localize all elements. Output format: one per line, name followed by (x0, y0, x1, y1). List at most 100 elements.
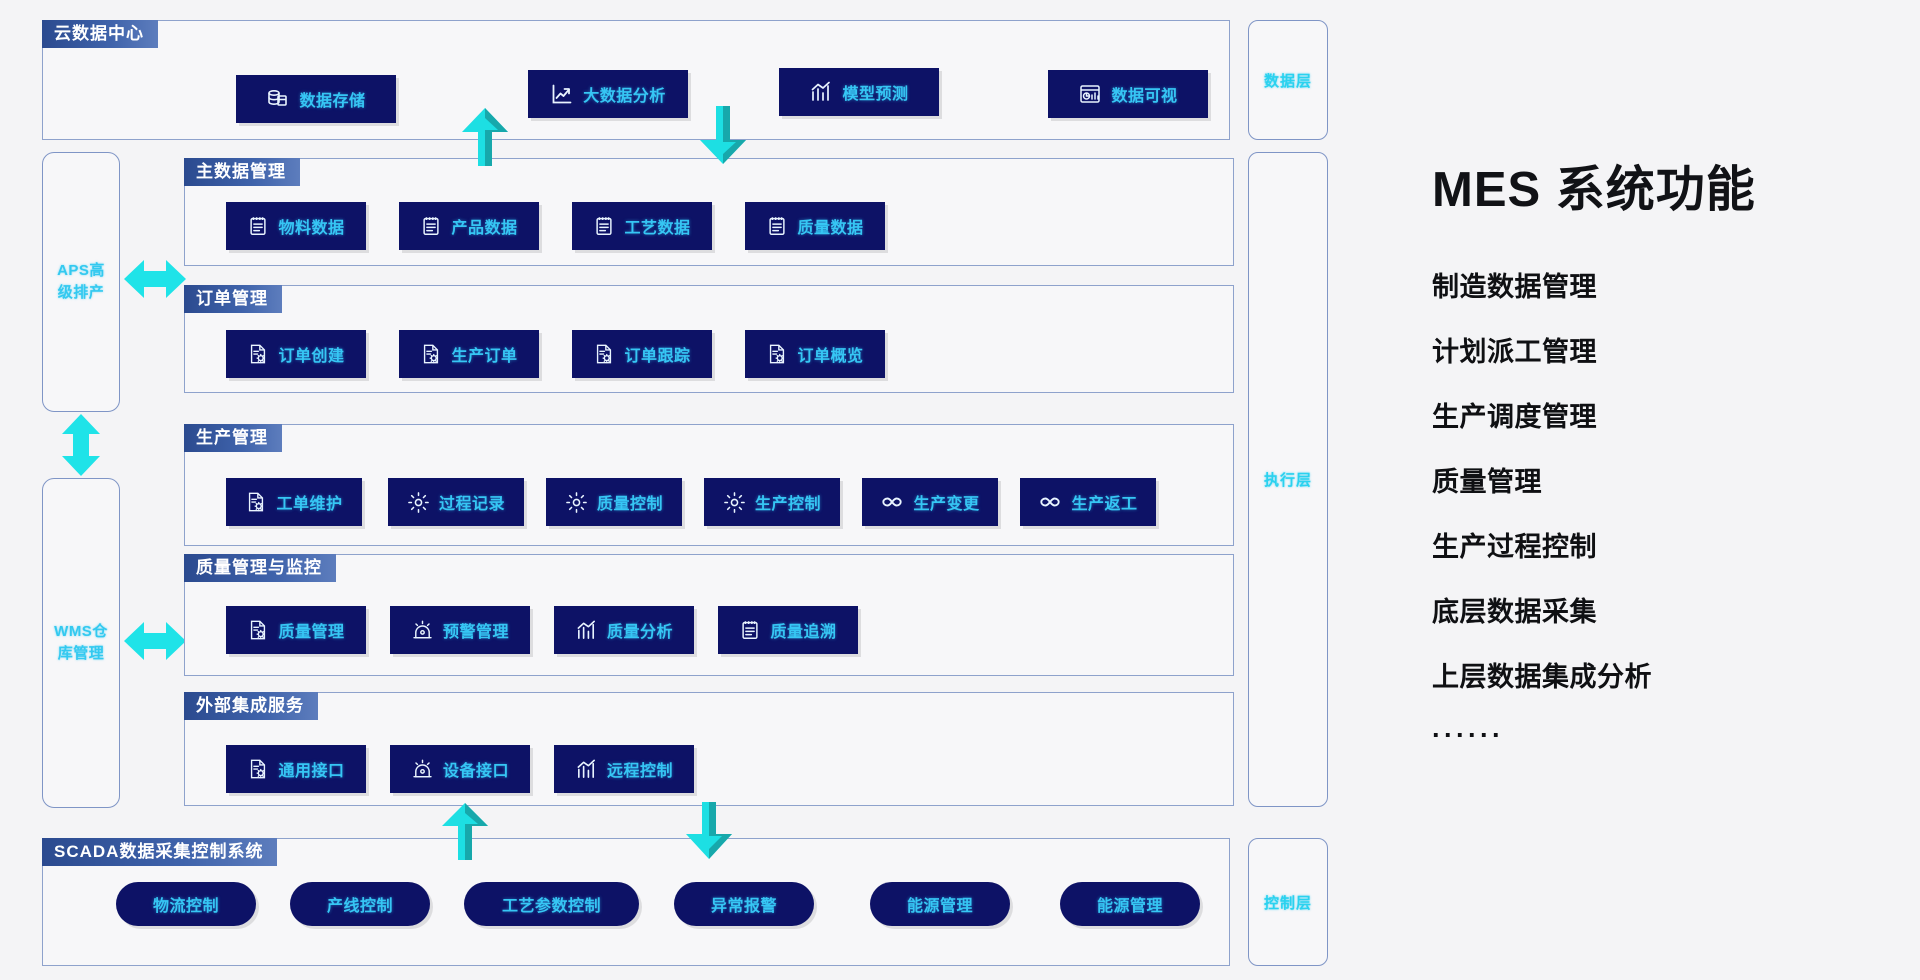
arrow-up-scada-to-exec (442, 803, 488, 860)
button-label: 数据可视 (1111, 88, 1178, 105)
button-order-create[interactable]: 订单创建 (226, 330, 366, 378)
layer-box-execution: 执行层 (1248, 152, 1328, 807)
button-logistics-control[interactable]: 物流控制 (116, 882, 256, 926)
page-title: MES 系统功能 (1432, 163, 1756, 217)
button-general-interface[interactable]: 通用接口 (226, 745, 366, 793)
button-label: 质量追溯 (770, 624, 837, 641)
feature-ellipsis: ······ (1432, 720, 1504, 750)
button-label: 模型预测 (842, 86, 909, 103)
button-label: 产线控制 (326, 898, 393, 915)
button-production-change[interactable]: 生产变更 (862, 478, 998, 526)
doc-gear-icon (249, 492, 264, 512)
button-quality-data[interactable]: 质量数据 (745, 202, 885, 250)
button-production-order[interactable]: 生产订单 (399, 330, 539, 378)
mes-feature-panel: MES 系统功能 制造数据管理 计划派工管理 生产调度管理 质量管理 生产过程控… (1432, 150, 1882, 751)
feature-item-4: 生产过程控制 (1432, 532, 1597, 562)
feature-item-0: 制造数据管理 (1432, 272, 1597, 302)
button-product-data[interactable]: 产品数据 (399, 202, 539, 250)
button-label: 质量控制 (596, 496, 663, 513)
button-label: 生产返工 (1071, 496, 1138, 513)
button-model-prediction[interactable]: 模型预测 (779, 68, 939, 116)
button-line-control[interactable]: 产线控制 (290, 882, 430, 926)
bar-trend-icon (812, 81, 831, 101)
button-production-control[interactable]: 生产控制 (704, 478, 840, 526)
button-abnormal-alarm[interactable]: 异常报警 (674, 882, 814, 926)
button-quality-traceability[interactable]: 质量追溯 (718, 606, 858, 654)
group-header-order-mgmt: 订单管理 (184, 285, 282, 313)
button-process-parameter-control[interactable]: 工艺参数控制 (464, 882, 639, 926)
dashboard-icon (1080, 85, 1101, 103)
button-energy-management-2[interactable]: 能源管理 (1060, 882, 1200, 926)
button-energy-management-1[interactable]: 能源管理 (870, 882, 1010, 926)
button-process-record[interactable]: 过程记录 (388, 478, 524, 526)
loop-icon (882, 497, 903, 507)
arrow-down-exec-to-scada (686, 802, 732, 859)
gear-icon (724, 491, 745, 513)
clipboard-icon (423, 217, 440, 235)
scada-header: SCADA数据采集控制系统 (42, 838, 278, 866)
group-header-external-integration: 外部集成服务 (184, 692, 318, 720)
feature-item-1: 计划派工管理 (1432, 337, 1597, 367)
button-label: 异常报警 (710, 898, 777, 915)
button-label: 通用接口 (278, 763, 345, 780)
database-icon (268, 89, 288, 106)
arrow-wms-horizontal (124, 622, 186, 660)
button-alarm-management[interactable]: 预警管理 (390, 606, 530, 654)
button-label: 生产控制 (754, 496, 821, 513)
button-label: 生产订单 (451, 348, 518, 365)
button-label: 质量管理 (278, 624, 345, 641)
button-quality-management[interactable]: 质量管理 (226, 606, 366, 654)
arrow-aps-horizontal (124, 260, 186, 298)
button-label: 物料数据 (278, 220, 345, 237)
alarm-icon (413, 620, 432, 638)
gear-icon (408, 491, 429, 513)
button-label: 工艺数据 (624, 220, 691, 237)
button-process-data[interactable]: 工艺数据 (572, 202, 712, 250)
loop-icon (1040, 497, 1061, 507)
arrow-down-cloud-to-exec (700, 106, 746, 164)
feature-item-3: 质量管理 (1432, 467, 1542, 497)
feature-item-5: 底层数据采集 (1432, 597, 1597, 627)
doc-gear-icon (251, 344, 266, 364)
button-label: 质量分析 (606, 624, 673, 641)
doc-gear-icon (770, 344, 785, 364)
button-label: 能源管理 (906, 898, 973, 915)
button-label: 设备接口 (442, 763, 509, 780)
button-big-data-analysis[interactable]: 大数据分析 (528, 70, 688, 118)
button-label: 工艺参数控制 (501, 898, 601, 915)
arrow-up-exec-to-cloud (462, 108, 508, 166)
button-label: 大数据分析 (583, 88, 666, 105)
button-label: 质量数据 (797, 220, 864, 237)
button-device-interface[interactable]: 设备接口 (390, 745, 530, 793)
trend-chart-icon (552, 84, 572, 104)
button-production-rework[interactable]: 生产返工 (1020, 478, 1156, 526)
gear-icon (566, 491, 587, 513)
bar-trend-icon (577, 620, 595, 639)
button-label: 生产变更 (913, 496, 980, 513)
button-quality-control[interactable]: 质量控制 (546, 478, 682, 526)
clipboard-icon (742, 621, 759, 639)
button-work-order-maintenance[interactable]: 工单维护 (226, 478, 362, 526)
cloud-data-center-header: 云数据中心 (42, 20, 158, 48)
button-order-overview[interactable]: 订单概览 (745, 330, 885, 378)
button-label: 订单创建 (278, 348, 345, 365)
button-label: 能源管理 (1096, 898, 1163, 915)
feature-item-2: 生产调度管理 (1432, 402, 1597, 432)
bar-trend-icon (577, 759, 595, 778)
layer-box-control: 控制层 (1248, 838, 1328, 966)
doc-gear-icon (251, 620, 266, 640)
button-quality-analysis[interactable]: 质量分析 (554, 606, 694, 654)
button-remote-control[interactable]: 远程控制 (554, 745, 694, 793)
button-label: 订单跟踪 (624, 348, 691, 365)
button-order-tracking[interactable]: 订单跟踪 (572, 330, 712, 378)
button-material-data[interactable]: 物料数据 (226, 202, 366, 250)
layer-label: 控制层 (1263, 894, 1312, 912)
button-label: 远程控制 (606, 763, 673, 780)
button-label: 产品数据 (451, 220, 518, 237)
button-label: 过程记录 (438, 496, 505, 513)
button-data-visualization[interactable]: 数据可视 (1048, 70, 1208, 118)
side-box-aps: APS高级排产 (42, 152, 120, 412)
button-label: 工单维护 (276, 496, 343, 513)
button-data-storage[interactable]: 数据存储 (236, 75, 396, 123)
